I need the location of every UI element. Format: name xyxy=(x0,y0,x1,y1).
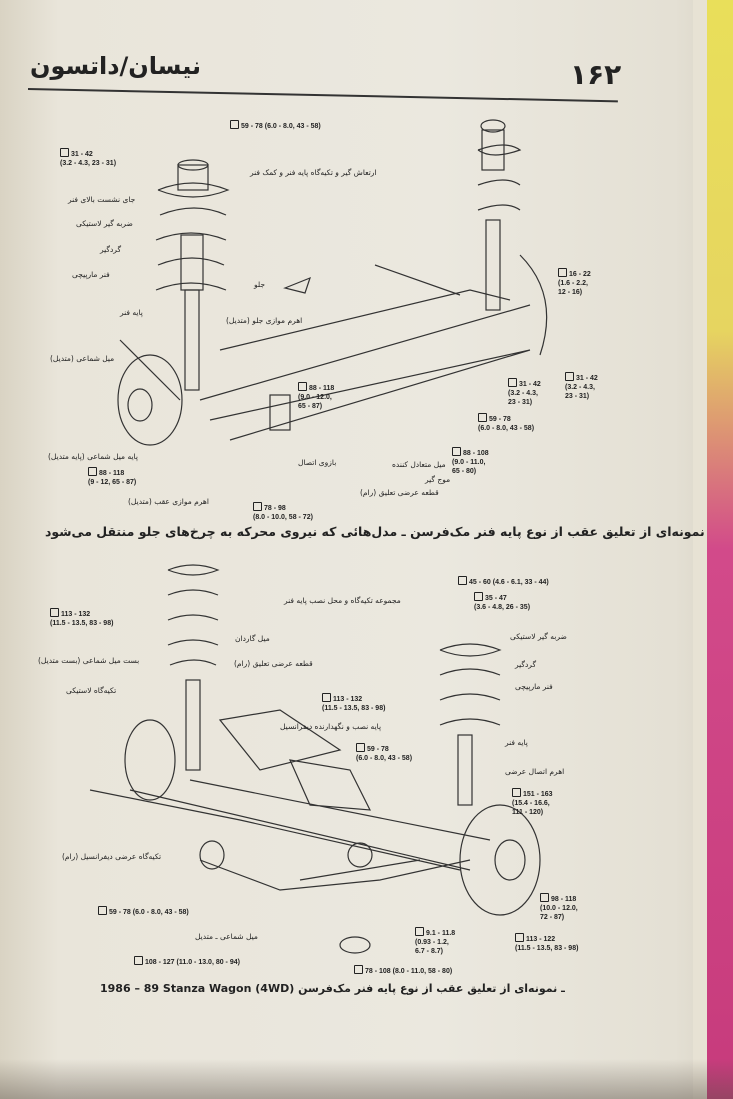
part-label: پایه فنر xyxy=(505,738,528,747)
torque-label: 31 - 42 (3.2 - 4.3, 23 - 31) xyxy=(60,148,116,168)
book-edge xyxy=(693,0,733,1099)
figure2-caption: 1986 – 89 Stanza Wagon (4WD) ـ نمونه‌ای … xyxy=(100,982,565,995)
torque-label: 45 - 60 (4.6 - 6.1, 33 - 44) xyxy=(458,576,549,587)
part-label: اهرم موازی عقب (متدیل) xyxy=(128,497,209,506)
part-label: پایه نصب و نگهدارنده دیفرانسیل xyxy=(280,722,382,731)
part-label: ارتعاش گیر و تکیه‌گاه پایه فنر و کمک فنر xyxy=(250,168,377,177)
part-label: گردگیر xyxy=(515,660,537,669)
part-label: مجموعه تکیه‌گاه و محل نصب پایه فنر xyxy=(284,596,401,605)
torque-label: 59 - 78 (6.0 - 8.0, 43 - 58) xyxy=(356,743,412,763)
torque-label: 113 - 122 (11.5 - 13.5, 83 - 98) xyxy=(515,933,578,953)
part-label: گردگیر xyxy=(100,245,122,254)
torque-label: 78 - 98 (8.0 - 10.0, 58 - 72) xyxy=(253,502,313,522)
part-label: قطعه عرضی تعلیق (رام) xyxy=(234,659,313,668)
part-label: اهرم اتصال عرضی xyxy=(505,767,565,776)
part-label: میل گاردان xyxy=(235,634,270,643)
torque-label: 59 - 78 (6.0 - 8.0, 43 - 58) xyxy=(230,120,321,131)
part-label: میل متعادل کننده xyxy=(392,460,446,469)
part-label: قطعه عرضی تعلیق (رام) xyxy=(360,488,439,497)
torque-label: 59 - 78 (6.0 - 8.0, 43 - 58) xyxy=(98,906,189,917)
torque-label: 151 - 163 (15.4 - 16.6, 111 - 120) xyxy=(512,788,553,817)
part-label: فنر مارپیچی xyxy=(72,270,110,279)
part-label: ضربه گیر لاستیکی xyxy=(76,219,133,228)
book-title: نیسان/داتسون xyxy=(30,52,201,80)
page-shadow xyxy=(0,1059,733,1099)
part-label: اهرم موازی جلو (متدیل) xyxy=(226,316,303,325)
torque-label: 88 - 118 (9 - 12, 65 - 87) xyxy=(88,467,136,487)
torque-label: 16 - 22 (1.6 - 2.2, 12 - 16) xyxy=(558,268,591,297)
part-label: تکیه‌گاه عرضی دیفرانسیل (رام) xyxy=(62,852,162,861)
part-label: جای نشست بالای فنر xyxy=(68,195,136,204)
part-label: بازوی اتصال xyxy=(298,458,337,467)
part-label: فنر مارپیچی xyxy=(515,682,553,691)
figure1-caption: نمونه‌ای از تعلیق عقب از نوع پایه فنر مک… xyxy=(45,524,705,539)
torque-label: 113 - 132 (11.5 - 13.5, 83 - 98) xyxy=(50,608,113,628)
front-arrow-label: جلو xyxy=(254,280,265,289)
page-number: ۱۶۲ xyxy=(570,58,622,91)
torque-label: 98 - 118 (10.0 - 12.0, 72 - 87) xyxy=(540,893,578,922)
figure2-drawing xyxy=(89,564,541,954)
torque-label: 88 - 118 (9.0 - 12.0, 65 - 87) xyxy=(298,382,334,411)
part-label: میل شماعی (متدیل) xyxy=(50,354,115,363)
part-label: پایه میل شماعی (پایه متدیل) xyxy=(48,452,138,461)
part-label: بست میل شماعی (بست متدیل) xyxy=(38,656,140,665)
torque-label: 108 - 127 (11.0 - 13.0, 80 - 94) xyxy=(134,956,240,967)
part-label: تکیه‌گاه لاستیکی xyxy=(66,686,117,695)
figure1-drawing xyxy=(117,119,548,446)
part-label: میل شماعی ـ متدیل xyxy=(195,932,258,941)
part-label: موج گیر xyxy=(425,475,451,484)
part-label: ضربه گیر لاستیکی xyxy=(510,632,567,641)
torque-label: 78 - 108 (8.0 - 11.0, 58 - 80) xyxy=(354,965,452,976)
torque-label: 31 - 42 (3.2 - 4.3, 23 - 31) xyxy=(565,372,598,401)
torque-label: 88 - 108 (9.0 - 11.0, 65 - 80) xyxy=(452,447,489,476)
torque-label: 35 - 47 (3.6 - 4.8, 26 - 35) xyxy=(474,592,530,612)
torque-label: 113 - 132 (11.5 - 13.5, 83 - 98) xyxy=(322,693,385,713)
part-label: پایه فنر xyxy=(120,308,143,317)
torque-label: 59 - 78 (6.0 - 8.0, 43 - 58) xyxy=(478,413,534,433)
torque-label: 9.1 - 11.8 (0.93 - 1.2, 6.7 - 8.7) xyxy=(415,927,455,956)
torque-label: 31 - 42 (3.2 - 4.3, 23 - 31) xyxy=(508,378,541,407)
